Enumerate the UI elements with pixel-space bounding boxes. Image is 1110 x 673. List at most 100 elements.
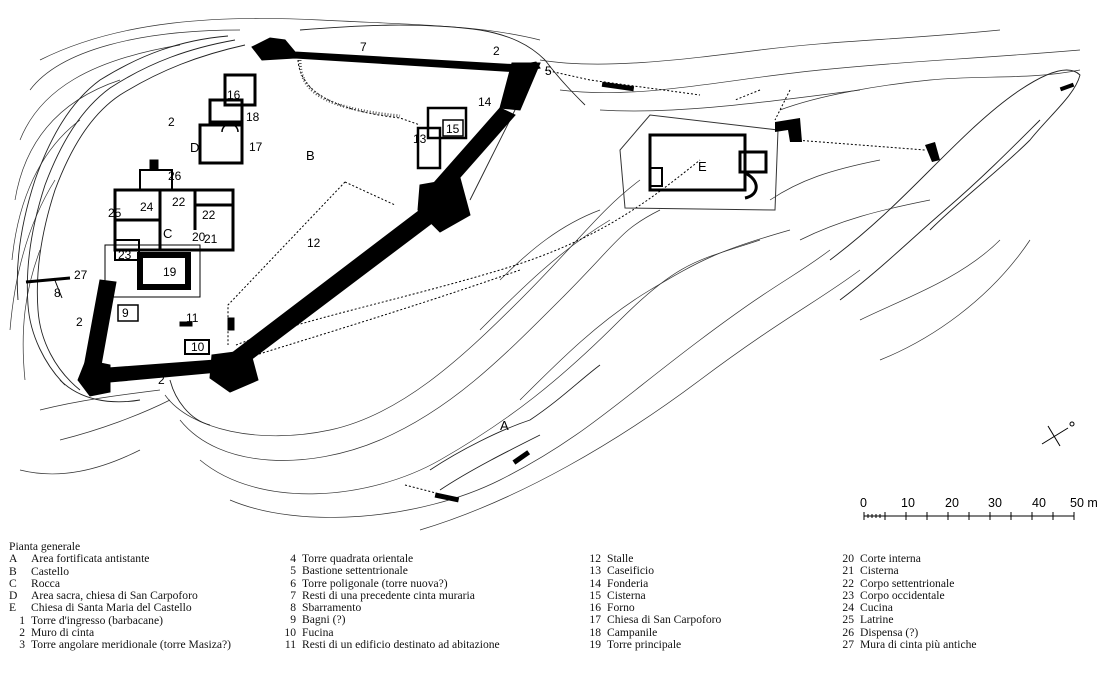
bagni-9 xyxy=(117,304,139,322)
label-4: 4 xyxy=(426,197,433,211)
label-26: 26 xyxy=(168,169,182,183)
label-E: E xyxy=(698,159,707,174)
label-10: 10 xyxy=(191,340,205,354)
label-16: 16 xyxy=(227,88,241,102)
label-27: 27 xyxy=(74,268,88,282)
area-sacra-buildings xyxy=(198,73,257,165)
label-24: 24 xyxy=(140,200,154,214)
rocca-outer-ring xyxy=(104,244,201,298)
scale-tick-40: 40 xyxy=(1032,496,1046,510)
label-23: 23 xyxy=(118,248,132,262)
cliff-edges xyxy=(16,24,1081,491)
label-8: 8 xyxy=(54,286,61,300)
label-2-middle: 2 xyxy=(350,261,357,275)
label-19: 19 xyxy=(163,265,177,279)
label-21: 21 xyxy=(204,232,218,246)
fucina-10 xyxy=(184,339,210,355)
label-2-north: 2 xyxy=(493,44,500,58)
label-6: 6 xyxy=(272,44,279,58)
label-1: 1 xyxy=(219,356,226,370)
label-D: D xyxy=(190,140,199,155)
contour-lines xyxy=(9,18,1081,531)
scale-bar: 0 10 20 30 40 50 m xyxy=(860,496,1098,520)
rocca-complex xyxy=(113,169,235,261)
torre-principale-19 xyxy=(137,252,191,290)
scale-tick-50: 50 m xyxy=(1070,496,1098,510)
scale-tick-30: 30 xyxy=(988,496,1002,510)
plan-labels: A B C D E 1 2 2 2 2 2 2 3 4 5 6 7 8 9 10… xyxy=(54,40,707,433)
castle-walls xyxy=(77,37,541,397)
label-2-south: 2 xyxy=(158,373,165,387)
legend-title: Pianta generale xyxy=(9,540,81,553)
scale-tick-20: 20 xyxy=(945,496,959,510)
label-11: 11 xyxy=(186,311,199,325)
east-rooms xyxy=(416,106,468,170)
wall-fragments xyxy=(434,81,1075,503)
label-22-a: 22 xyxy=(172,195,186,209)
label-18: 18 xyxy=(246,110,260,124)
sbarramento-8 xyxy=(25,276,71,284)
scale-tick-10: 10 xyxy=(901,496,915,510)
label-2-sw: 2 xyxy=(76,315,83,329)
label-3: 3 xyxy=(93,367,100,381)
hatched-slope xyxy=(298,59,401,118)
site-plan: 0 10 20 30 40 50 m A B C D E 1 2 2 2 2 2… xyxy=(9,18,1098,531)
label-20: 20 xyxy=(192,230,206,244)
label-12: 12 xyxy=(307,236,321,250)
label-2-east: 2 xyxy=(483,134,490,148)
label-B: B xyxy=(306,148,315,163)
dashed-lines xyxy=(227,59,926,499)
label-13: 13 xyxy=(413,132,427,146)
label-14: 14 xyxy=(478,95,492,109)
label-C: C xyxy=(163,226,172,241)
chiesa-santa-maria xyxy=(619,114,779,211)
label-22-b: 22 xyxy=(202,208,216,222)
label-17: 17 xyxy=(249,140,263,154)
label-15: 15 xyxy=(446,122,460,136)
scale-tick-0: 0 xyxy=(860,496,867,510)
label-9: 9 xyxy=(122,306,129,320)
north-arrow xyxy=(1041,421,1075,447)
label-5: 5 xyxy=(545,64,552,78)
label-25: 25 xyxy=(108,206,122,220)
label-7: 7 xyxy=(360,40,367,54)
label-A: A xyxy=(500,418,509,433)
label-2-west: 2 xyxy=(168,115,175,129)
